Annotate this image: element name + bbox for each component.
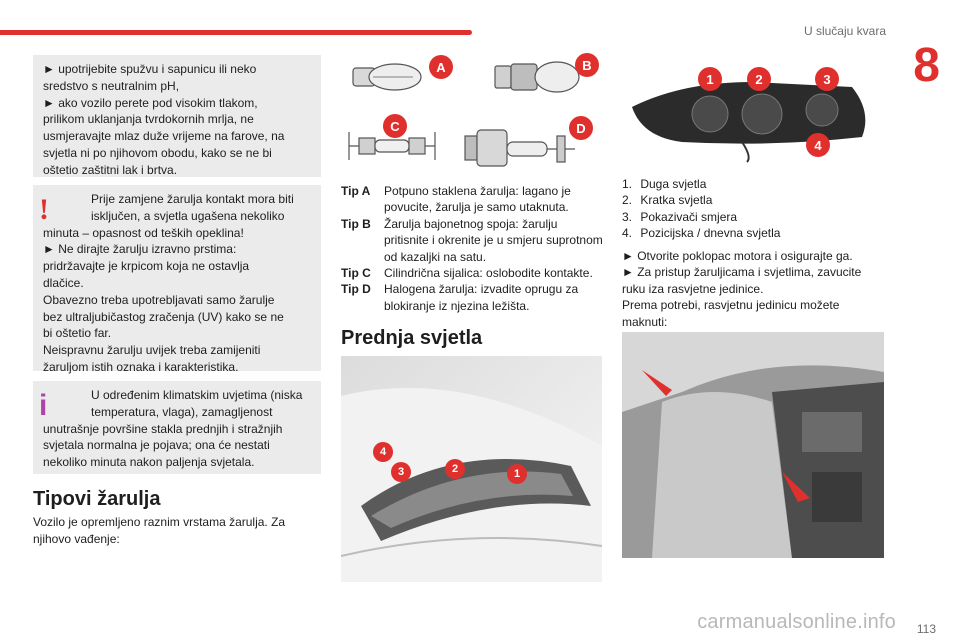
bulb-b-icon bbox=[494, 61, 580, 93]
bulb-a-icon bbox=[352, 63, 422, 91]
box-line: pridržavajte je krpicom koja ne ostavlja bbox=[43, 259, 250, 274]
box-line: minuta – opasnost od teških opeklina! bbox=[43, 225, 244, 240]
info-box: i U određenim klimatskim uvjetima (niska… bbox=[33, 381, 321, 474]
box-line: svjetla ni po njihovom obodu, kako se ne… bbox=[43, 145, 272, 160]
bulb-badge-d: D bbox=[569, 116, 593, 140]
box-line: usmjeravajte mlaz duže vrijeme na farove… bbox=[43, 129, 285, 144]
legend-item: 2. Kratka svjetla bbox=[622, 192, 884, 208]
headlight-front-drawing bbox=[341, 356, 602, 582]
type-description: Žarulja bajonetnog spoja: žarulju pritis… bbox=[384, 216, 603, 264]
intro-line: njihovo vađenje: bbox=[33, 531, 120, 546]
step-line: maknuti: bbox=[622, 314, 668, 329]
step-line: ruku iza rasvjetne jedinice. bbox=[622, 281, 764, 296]
warning-box: ! Prije zamjene žarulja kontakt mora bit… bbox=[33, 185, 321, 374]
info-icon: i bbox=[39, 389, 48, 422]
legend-text: Kratka svjetla bbox=[640, 193, 713, 208]
type-label: Tip A bbox=[341, 184, 371, 198]
box-line: žaruljom istih oznaka i karakteristika. bbox=[43, 359, 239, 374]
bulb-badge-b: B bbox=[575, 53, 599, 77]
box-line: Neispravnu žarulju uvijek treba zamijeni… bbox=[43, 343, 261, 358]
care-tips-box: ► upotrijebite spužvu i sapunicu ili nek… bbox=[33, 55, 321, 177]
legend-text: Pozicijska / dnevna svjetla bbox=[640, 226, 781, 241]
type-label: Tip D bbox=[341, 282, 371, 297]
bulbs-drawing bbox=[348, 61, 580, 167]
headlight-badge-3: 3 bbox=[391, 462, 411, 482]
type-description: Potpuno staklena žarulja: lagano je povu… bbox=[384, 184, 571, 215]
box-line: ► Ne dirajte žarulju izravno prstima: bbox=[43, 242, 237, 257]
legend-item: 1. Duga svjetla bbox=[622, 176, 884, 192]
bulb-types-list: Tip A Potpuno staklena žarulja: lagano j… bbox=[341, 183, 603, 314]
box-line: oštetio zaštitni lak i brtva. bbox=[43, 162, 178, 177]
headlight-photo: 4 3 2 1 bbox=[341, 356, 602, 582]
box-line: nekoliko minuta nakon paljenja svjetala. bbox=[43, 455, 255, 470]
page-number: 113 bbox=[916, 622, 936, 636]
bulb-badge-c: C bbox=[383, 114, 407, 138]
access-steps: ► Otvorite poklopac motora i osigurajte … bbox=[622, 248, 884, 330]
headlight-badge-4: 4 bbox=[373, 442, 393, 462]
legend-text: Pokazivači smjera bbox=[640, 209, 738, 224]
box-line: dlačice. bbox=[43, 275, 84, 290]
watermark: carmanualsonline.info bbox=[697, 611, 896, 633]
box-line: bi oštetio far. bbox=[43, 326, 112, 341]
box-line: Obavezno treba upotrebljavati samo žarul… bbox=[43, 292, 275, 307]
legend-number: 1. bbox=[622, 177, 633, 191]
engine-bay-drawing bbox=[622, 332, 884, 558]
box-line: svjetala normalna je pojava; ona će nest… bbox=[43, 438, 270, 453]
bulb-c-icon bbox=[348, 132, 436, 160]
type-row: Tip A Potpuno staklena žarulja: lagano j… bbox=[341, 183, 603, 216]
step-line: Prema potrebi, rasvjetnu jedinicu možete bbox=[622, 298, 840, 313]
box-line: ► upotrijebite spužvu i sapunicu ili nek… bbox=[43, 62, 257, 76]
type-label: Tip C bbox=[341, 266, 371, 281]
headlight-legend: 1. Duga svjetla 2. Kratka svjetla 3. Pok… bbox=[622, 176, 884, 242]
box-line: isključen, a svjetla ugašena nekoliko bbox=[91, 208, 285, 223]
heading-bulb-types: Tipovi žarulja bbox=[33, 488, 161, 510]
exclamation-warning-icon: ! bbox=[39, 193, 49, 226]
heading-headlights: Prednja svjetla bbox=[341, 327, 483, 349]
headlight-badge-1: 1 bbox=[507, 464, 527, 484]
headlight-unit-badge-3: 3 bbox=[815, 67, 839, 91]
box-line: temperatura, vlaga), zamagljenost bbox=[91, 404, 273, 419]
legend-number: 2. bbox=[622, 193, 633, 208]
section-title: U slučaju kvara bbox=[803, 24, 886, 38]
type-label: Tip B bbox=[341, 216, 371, 231]
bulb-types-illustration: A B C D bbox=[343, 52, 603, 180]
engine-bay-photo bbox=[622, 332, 884, 558]
headlight-unit-badge-4: 4 bbox=[806, 133, 830, 157]
type-description: Halogena žarulja: izvadite oprugu za blo… bbox=[384, 282, 579, 313]
bulb-badge-a: A bbox=[429, 55, 453, 79]
headlight-unit-badge-1: 1 bbox=[698, 67, 722, 91]
legend-number: 4. bbox=[622, 226, 633, 241]
legend-item: 4. Pozicijska / dnevna svjetla bbox=[622, 225, 884, 241]
type-row: Tip C Cilindrična sijalica: oslobodite k… bbox=[341, 265, 603, 281]
legend-number: 3. bbox=[622, 209, 633, 224]
legend-text: Duga svjetla bbox=[640, 177, 707, 191]
box-line: bez ultraljubičastog zračenja (UV) kako … bbox=[43, 309, 284, 324]
legend-item: 3. Pokazivači smjera bbox=[622, 209, 884, 225]
box-line: prilikom uklanjanja tvrdokornih mrlja, n… bbox=[43, 112, 254, 127]
intro-line: Vozilo je opremljeno raznim vrstama žaru… bbox=[33, 515, 286, 529]
type-row: Tip B Žarulja bajonetnog spoja: žarulju … bbox=[341, 216, 603, 265]
headlight-unit-photo: 1 2 3 4 bbox=[622, 52, 884, 170]
headlight-unit-badge-2: 2 bbox=[747, 67, 771, 91]
bulb-d-icon bbox=[464, 129, 575, 167]
chapter-number: 8 bbox=[913, 39, 940, 92]
step-line: ► Otvorite poklopac motora i osigurajte … bbox=[622, 249, 853, 263]
box-line: ► ako vozilo perete pod visokim tlakom, bbox=[43, 95, 258, 110]
step-line: ► Za pristup žaruljicama i svjetlima, za… bbox=[622, 265, 862, 280]
type-row: Tip D Halogena žarulja: izvadite oprugu … bbox=[341, 281, 603, 314]
header-accent-bar bbox=[0, 30, 472, 35]
box-line: sredstvo s neutralnim pH, bbox=[43, 78, 180, 93]
headlight-badge-2: 2 bbox=[445, 459, 465, 479]
box-line: unutrašnje površine stakla prednjih i st… bbox=[43, 421, 283, 436]
bulb-types-intro: Vozilo je opremljeno raznim vrstama žaru… bbox=[33, 514, 323, 548]
box-line: Prije zamjene žarulja kontakt mora biti bbox=[91, 192, 294, 206]
headlight-unit-drawing bbox=[632, 82, 866, 163]
box-line: U određenim klimatskim uvjetima (niska bbox=[91, 388, 303, 402]
type-description: Cilindrična sijalica: oslobodite kontakt… bbox=[384, 266, 593, 281]
